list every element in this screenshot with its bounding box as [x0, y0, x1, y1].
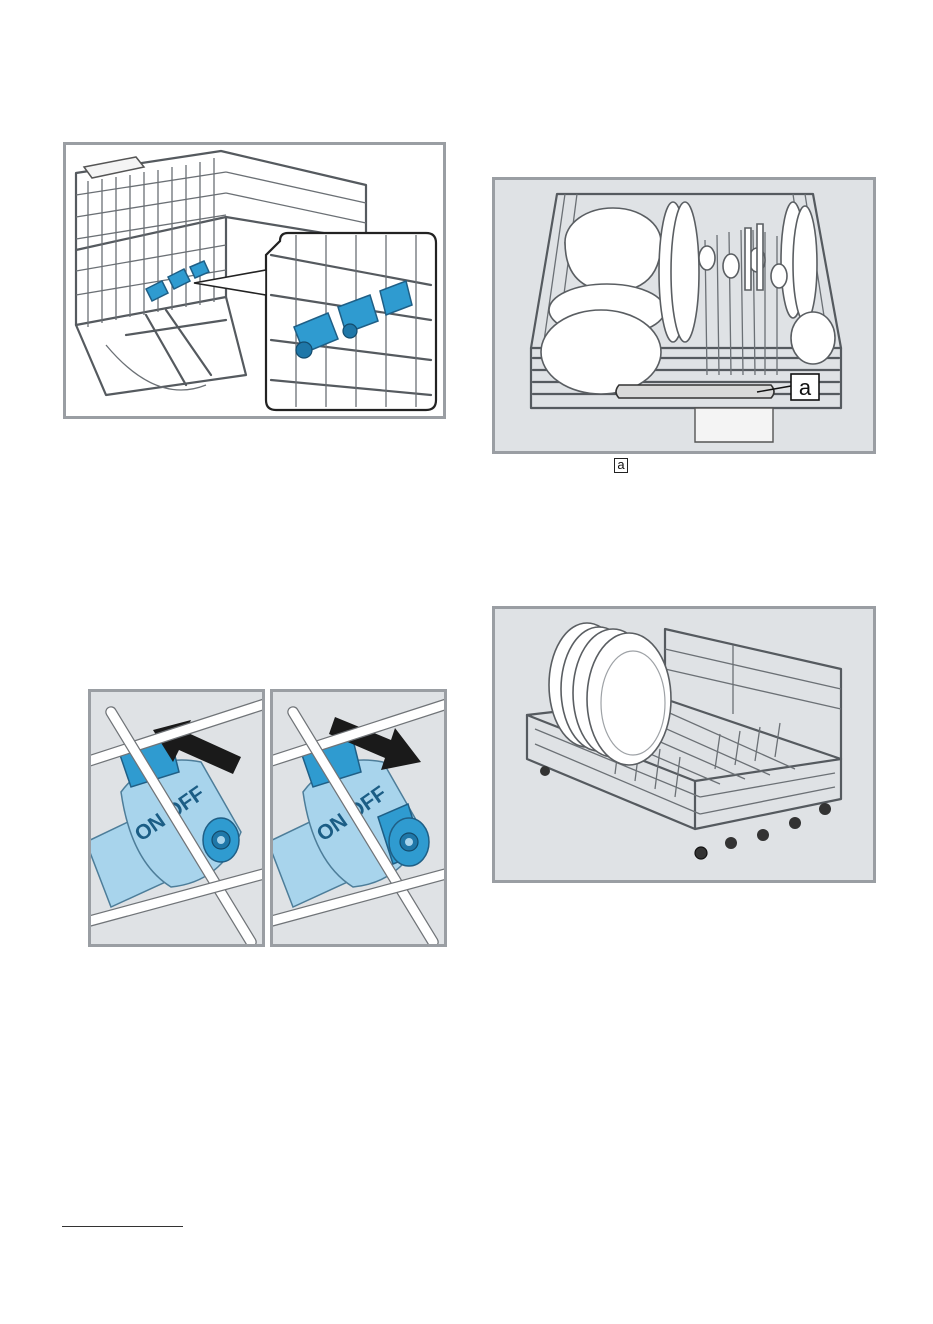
- upper-basket-illustration: [66, 145, 443, 416]
- plate-rack-illustration: [495, 609, 873, 880]
- figure-switch-on: ON OFF: [88, 689, 265, 947]
- switch-on-illustration: ON OFF: [91, 692, 262, 944]
- callout-a-label: a: [799, 375, 812, 400]
- figure-upper-basket: [63, 142, 446, 419]
- callout-ref-a: a: [614, 458, 628, 473]
- figure-plate-rack: [492, 606, 876, 883]
- footnote-rule: [62, 1226, 183, 1227]
- figure-switch-off: ON OFF: [270, 689, 447, 947]
- loaded-basket-illustration: a: [495, 180, 873, 451]
- switch-off-illustration: ON OFF: [273, 692, 444, 944]
- figure-loaded-basket: a: [492, 177, 876, 454]
